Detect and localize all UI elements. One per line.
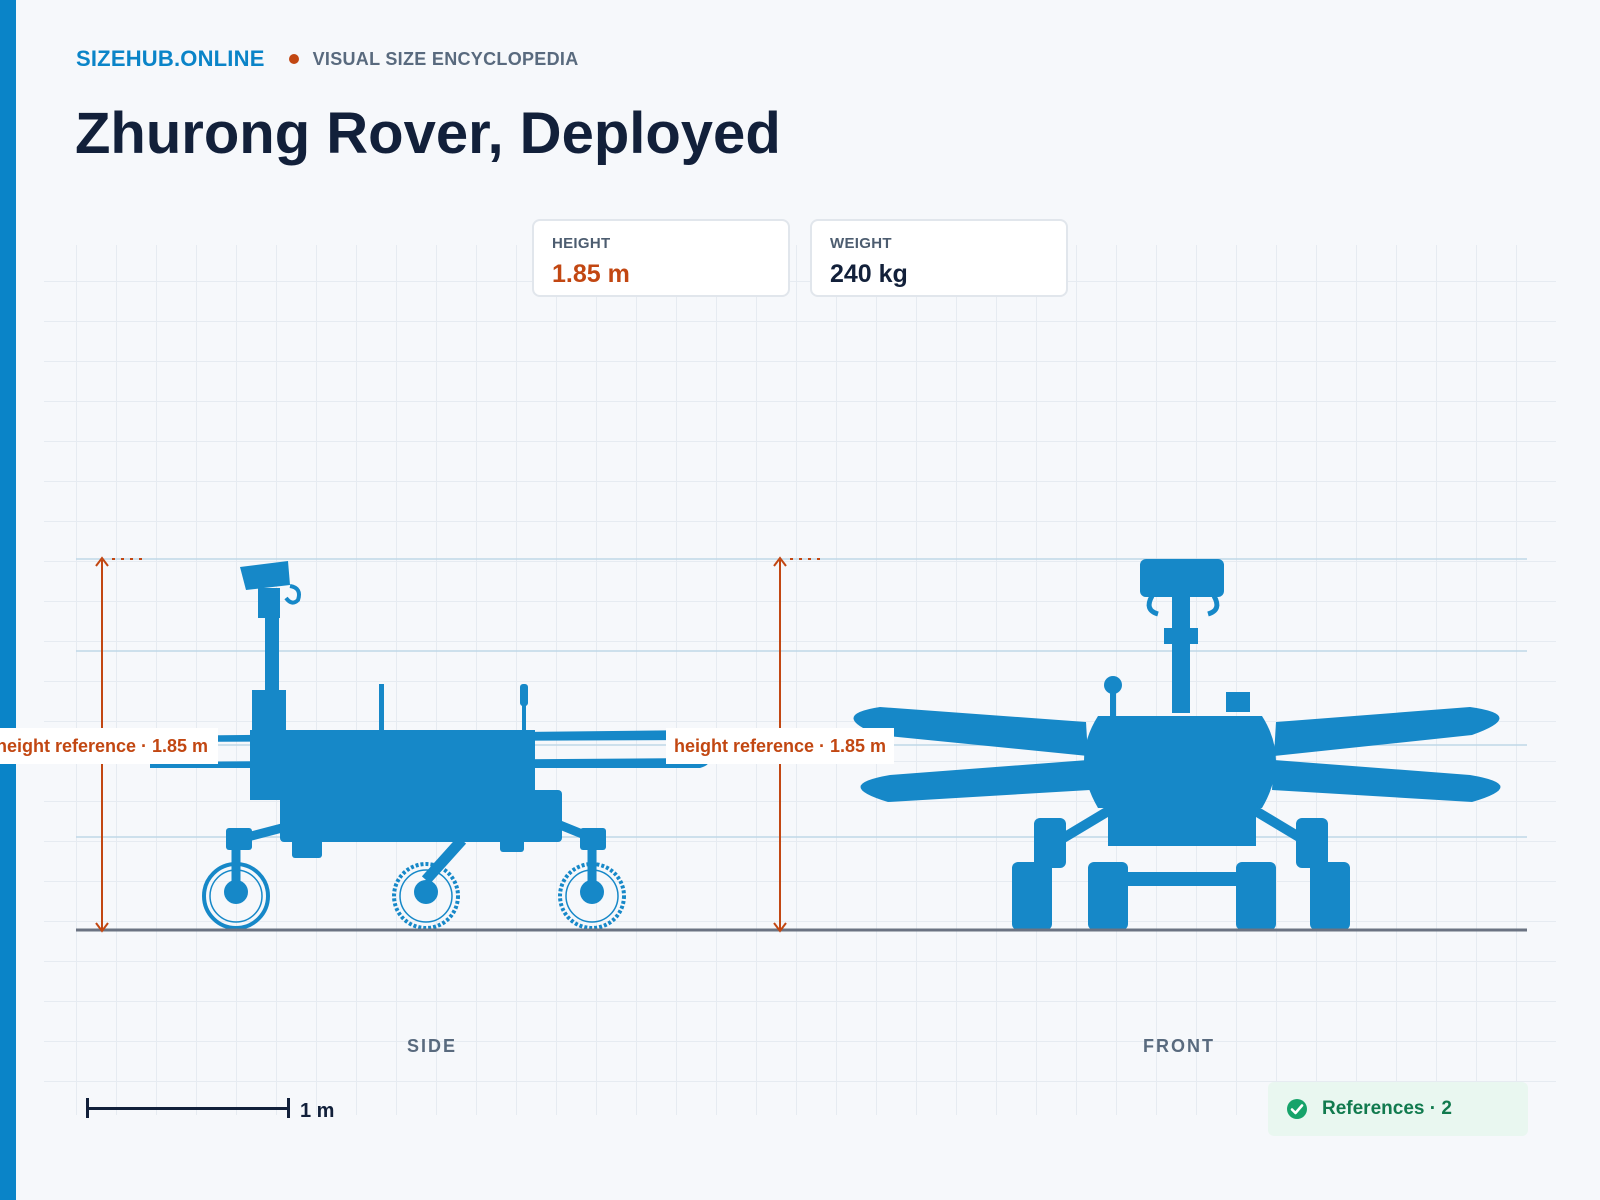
front-height-label: height reference · 1.85 m	[674, 736, 886, 756]
side-view-label: SIDE	[407, 1036, 458, 1056]
scale-bar	[86, 1098, 290, 1118]
front-chassis	[1100, 872, 1264, 886]
references-label: References · 2	[1322, 1098, 1452, 1119]
site-tagline: VISUAL SIZE ENCYCLOPEDIA	[312, 48, 579, 69]
mast-neck	[258, 588, 280, 618]
references-button[interactable]: References · 2	[1268, 1082, 1528, 1136]
mast-base	[252, 690, 286, 730]
antenna	[379, 684, 384, 732]
wheel-mount	[580, 828, 606, 850]
front-body	[1084, 716, 1276, 808]
brand-row: SIZEHUB.ONLINE VISUAL SIZE ENCYCLOPEDIA	[76, 46, 579, 72]
rover-front-silhouette[interactable]	[853, 559, 1501, 930]
solar-wing-lower-right	[1272, 760, 1501, 802]
front-wheel	[1236, 862, 1276, 930]
height-stat-label: HEIGHT	[552, 235, 611, 252]
suspension-arm	[421, 836, 467, 884]
front-body-lower	[1108, 800, 1256, 846]
side-wheel	[392, 862, 460, 930]
weight-stat-card: WEIGHT 240 kg	[810, 219, 1068, 297]
brand-separator-dot	[288, 54, 299, 64]
solar-wing-lower-left	[860, 760, 1090, 802]
front-wheel-hub	[1034, 818, 1066, 868]
mast-hook	[284, 584, 301, 605]
front-mast-arms	[1146, 594, 1220, 617]
front-leg-left	[1057, 805, 1113, 845]
scale-bar-line	[86, 1107, 290, 1110]
antenna	[522, 700, 526, 732]
rover-side-silhouette[interactable]	[150, 561, 708, 930]
mast-camera-head	[240, 561, 290, 590]
front-view-label: FRONT	[1143, 1036, 1215, 1056]
front-wheel	[1310, 862, 1350, 930]
solar-wing-upper-left	[853, 707, 1088, 756]
front-sensor-stalk	[1110, 690, 1116, 716]
background-grid	[44, 245, 1556, 1115]
page-title: Zhurong Rover, Deployed	[75, 101, 781, 166]
front-height-label-bg	[666, 728, 894, 764]
wheel-mount	[226, 828, 252, 850]
front-wheel	[1012, 862, 1052, 930]
weight-stat-value: 240 kg	[830, 260, 908, 288]
side-height-label: height reference · 1.85 m	[0, 736, 208, 756]
solar-wing-upper-right	[1274, 707, 1500, 756]
rover-body	[250, 730, 535, 800]
check-circle-icon	[1287, 1099, 1307, 1119]
height-stat-value: 1.85 m	[552, 260, 630, 288]
site-logo[interactable]: SIZEHUB.ONLINE	[76, 46, 265, 71]
front-sensor-knob	[1104, 676, 1122, 694]
front-mast-collar	[1164, 628, 1198, 644]
side-wheel	[202, 862, 270, 930]
accent-bar	[0, 0, 16, 1200]
height-stat-card: HEIGHT 1.85 m	[532, 219, 790, 297]
scale-bar-label: 1 m	[300, 1100, 335, 1122]
front-leg-right	[1251, 805, 1307, 845]
rover-body-lower	[280, 790, 562, 842]
body-bracket	[292, 838, 322, 858]
body-bracket	[500, 838, 524, 852]
side-height-label-bg	[0, 728, 218, 764]
front-wheel-hub	[1296, 818, 1328, 868]
front-mast-pole	[1172, 595, 1190, 713]
front-sensor-box	[1226, 692, 1250, 712]
weight-stat-label: WEIGHT	[830, 235, 892, 252]
scale-bar-tick-right	[287, 1098, 290, 1118]
side-wheel	[558, 862, 626, 930]
front-wheel	[1088, 862, 1128, 930]
front-mast-head	[1140, 559, 1224, 597]
